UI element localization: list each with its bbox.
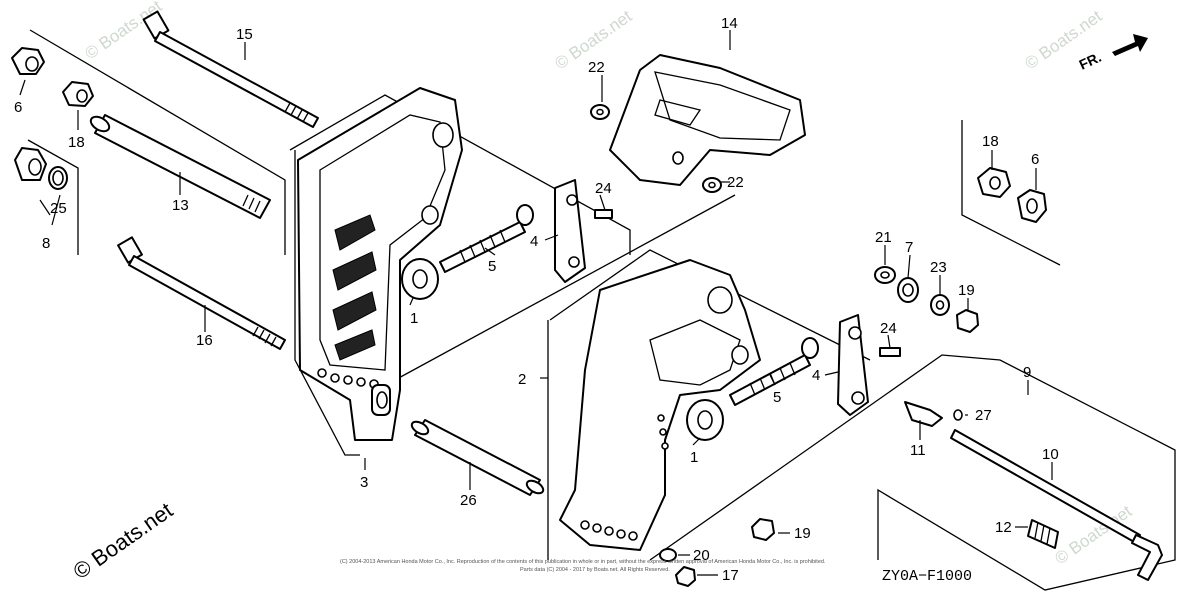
- callout-label: 6: [14, 99, 22, 116]
- part-15-bolt: [142, 10, 319, 128]
- leader-lines: [19, 30, 1053, 576]
- part-14-saddle: [609, 54, 806, 186]
- callout-label: 19: [794, 525, 811, 542]
- callout-label: 18: [68, 134, 85, 151]
- lock-lever: [904, 401, 1163, 581]
- callout-label: 25: [50, 200, 67, 217]
- part-16-bolt: [117, 236, 286, 350]
- callout-label: 5: [773, 389, 781, 406]
- callout-label: 17: [722, 567, 739, 584]
- callout-label: 21: [875, 229, 892, 246]
- washers: [590, 104, 979, 587]
- copyright-notice: (C) 2004-2013 American Honda Motor Co., …: [340, 559, 826, 565]
- callout-label: 1: [690, 449, 698, 466]
- callout-label: 22: [727, 174, 744, 191]
- callout-label: 9: [1023, 364, 1031, 381]
- callout-label: 15: [236, 26, 253, 43]
- watermark-bottom-left: © Boats.net: [69, 497, 178, 584]
- callout-label: 27: [975, 407, 992, 424]
- part-3-bracket: [297, 87, 463, 441]
- callout-label: 8: [42, 235, 50, 252]
- callout-label: 6: [1031, 151, 1039, 168]
- callout-label: 26: [460, 492, 477, 509]
- callout-label: 22: [588, 59, 605, 76]
- front-direction-arrow: FR.: [1077, 34, 1148, 73]
- callout-label: 24: [880, 320, 897, 337]
- assembly-frames: [27, 29, 1176, 591]
- callout-label: 23: [930, 259, 947, 276]
- callout-label: 12: [995, 519, 1012, 536]
- part-13-tube: [89, 114, 271, 219]
- callout-label: 10: [1042, 446, 1059, 463]
- callout-label: 14: [721, 15, 738, 32]
- callout-label: 2: [518, 371, 526, 388]
- diagram-code: ZY0A−F1000: [882, 568, 972, 585]
- callout-label: 7: [905, 239, 913, 256]
- part-2-bracket: [559, 259, 761, 551]
- callout-label: 13: [172, 197, 189, 214]
- callout-label: 16: [196, 332, 213, 349]
- nuts-left: [11, 47, 94, 190]
- nuts-right: [977, 167, 1047, 223]
- spring-assemblies: [401, 179, 901, 441]
- part-26-pin: [410, 419, 545, 496]
- callout-label: 18: [982, 133, 999, 150]
- arrow-icon: [1112, 34, 1148, 56]
- callout-label: 19: [958, 282, 975, 299]
- callout-label: 11: [910, 442, 926, 459]
- callout-label: 4: [812, 367, 820, 384]
- callout-label: 4: [530, 233, 538, 250]
- callout-label: 24: [595, 180, 612, 197]
- callout-labels: 1 1 2 3 4 4 5 5 6 6 7 8 9 10 11 12 13 14…: [14, 15, 1059, 584]
- callout-label: 3: [360, 474, 368, 491]
- callout-label: 5: [488, 258, 496, 275]
- front-label: FR.: [1077, 49, 1104, 73]
- callout-label: 20: [693, 547, 710, 564]
- copyright-notice-2: Parts data (C) 2004 - 2017 by Boats.net.…: [520, 567, 670, 573]
- callout-label: 1: [410, 310, 418, 327]
